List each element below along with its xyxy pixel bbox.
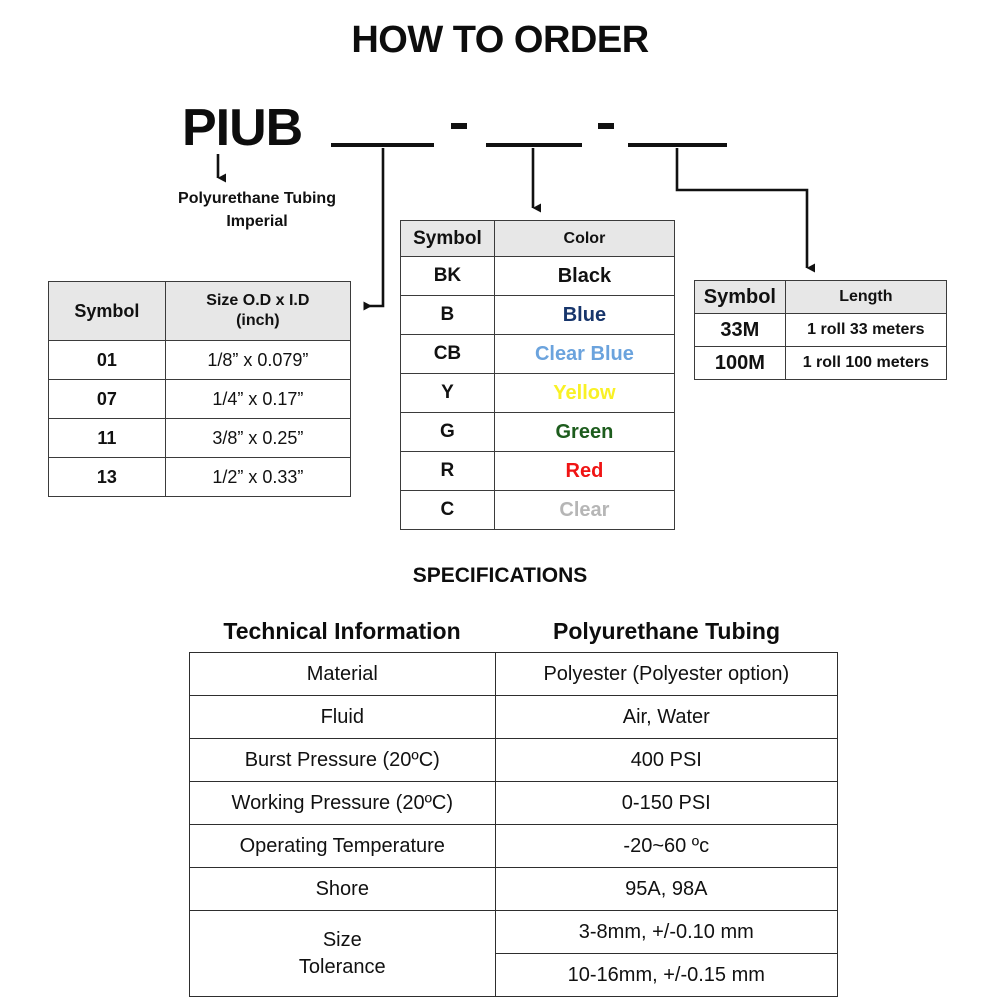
size-row-symbol: 11: [48, 418, 166, 458]
color-row-symbol: B: [400, 295, 495, 335]
size-row-symbol: 07: [48, 379, 166, 419]
spec-row-value: 400 PSI: [494, 738, 839, 782]
table-header-row: Symbol Length: [694, 280, 948, 314]
order-code-separator-1: [451, 123, 467, 129]
length-row-symbol: 100M: [694, 346, 786, 380]
length-table-header-symbol: Symbol: [694, 280, 786, 314]
size-table-header-symbol: Symbol: [48, 281, 166, 341]
size-row-symbol: 13: [48, 457, 166, 497]
order-code-prefix-caption: Polyurethane Tubing Imperial: [145, 188, 369, 233]
tolerance-label-line-2: Tolerance: [298, 955, 386, 978]
size-header-line-2: (inch): [236, 312, 280, 329]
size-row-symbol: 01: [48, 340, 166, 380]
color-row-symbol: R: [400, 451, 495, 491]
order-code-separator-2: [598, 123, 614, 129]
order-code-prefix: PIUB: [182, 99, 303, 157]
table-header-row: Symbol Size O.D x I.D (inch): [48, 281, 352, 341]
specifications-title: SPECIFICATIONS: [412, 564, 588, 587]
spec-row-value: 95A, 98A: [494, 867, 839, 911]
spec-row-label: Shore: [189, 867, 496, 911]
color-row-symbol: C: [400, 490, 495, 530]
spec-row-label: Material: [189, 652, 496, 696]
color-row-symbol: CB: [400, 334, 495, 374]
color-row-symbol: Y: [400, 373, 495, 413]
color-row-symbol: BK: [400, 256, 495, 296]
color-row-name: Clear: [493, 490, 676, 530]
color-row-symbol: G: [400, 412, 495, 452]
prefix-caption-line-2: Imperial: [226, 212, 288, 230]
spec-row-label: Fluid: [189, 695, 496, 739]
length-row-value: 1 roll 33 meters: [784, 313, 948, 347]
prefix-caption-line-1: Polyurethane Tubing: [178, 190, 336, 207]
spec-row-label: Working Pressure (20ºC): [189, 781, 496, 825]
spec-header-polyurethane-tubing: Polyurethane Tubing: [552, 618, 781, 644]
length-table-header-length: Length: [784, 280, 948, 314]
order-code-blank-color: [486, 143, 582, 147]
spec-row-label: Burst Pressure (20ºC): [189, 738, 496, 782]
color-table-header-symbol: Symbol: [400, 220, 495, 257]
table-row: Working Pressure (20ºC)0-150 PSI: [189, 781, 839, 825]
spec-row-value: Air, Water: [494, 695, 839, 739]
size-row-value: 3/8” x 0.25”: [164, 418, 352, 458]
spec-row-value-tolerance-2: 10-16mm, +/-0.15 mm: [494, 953, 839, 997]
table-row: 10-16mm, +/-0.15 mm: [190, 953, 839, 997]
color-row-name: Yellow: [493, 373, 676, 413]
connector-length: [675, 148, 815, 273]
page-title: HOW TO ORDER: [351, 19, 649, 61]
color-row-name: Green: [493, 412, 676, 452]
length-row-value: 1 roll 100 meters: [784, 346, 948, 380]
size-row-value: 1/4” x 0.17”: [164, 379, 352, 419]
color-row-name: Blue: [493, 295, 676, 335]
order-code-blank-size: [331, 143, 434, 147]
spec-header-technical-information: Technical Information: [223, 618, 461, 644]
size-table-header-size: Size O.D x I.D (inch): [164, 281, 352, 341]
color-row-name: Clear Blue: [493, 334, 676, 374]
color-row-name: Black: [493, 256, 676, 296]
table-row: Burst Pressure (20ºC)400 PSI: [189, 738, 839, 782]
length-row-symbol: 33M: [694, 313, 786, 347]
size-row-value: 1/8” x 0.079”: [164, 340, 352, 380]
spec-row-value-tolerance-1: 3-8mm, +/-0.10 mm: [494, 910, 839, 954]
spec-row-value: 0-150 PSI: [494, 781, 839, 825]
color-row-name: Red: [493, 451, 676, 491]
tolerance-label-line-1: Size: [322, 928, 362, 951]
spec-row-label: Operating Temperature: [189, 824, 496, 868]
spec-row-value: Polyester (Polyester option): [494, 652, 839, 696]
spec-row-value: -20~60 ºc: [494, 824, 839, 868]
color-table-header-color: Color: [493, 220, 676, 257]
table-row: Operating Temperature-20~60 ºc: [189, 824, 839, 868]
order-code-blank-length: [628, 143, 727, 147]
table-header-row: Symbol Color: [400, 220, 676, 257]
size-header-line-1: Size O.D x I.D: [206, 292, 310, 309]
size-row-value: 1/2” x 0.33”: [164, 457, 352, 497]
